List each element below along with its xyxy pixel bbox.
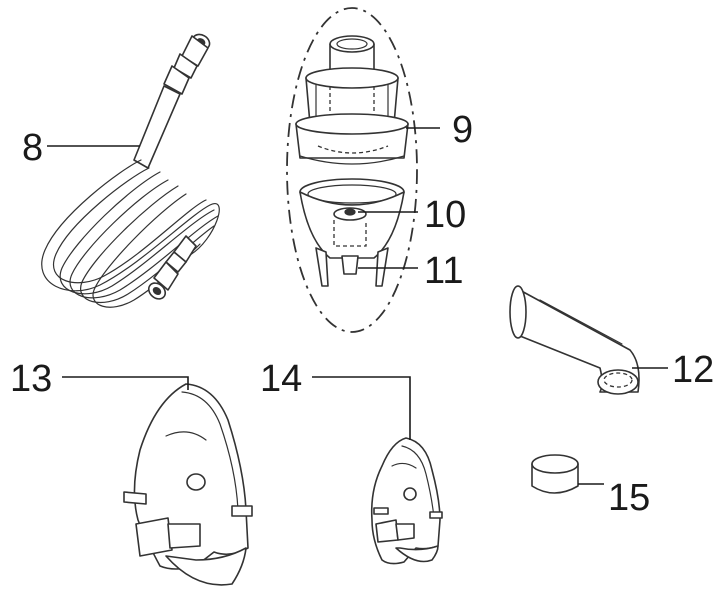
callout-13: 13 [10, 358, 52, 400]
child-mask [370, 437, 443, 565]
nebulizer-cup [299, 178, 405, 287]
adult-mask [123, 383, 253, 586]
assembly-outline [286, 7, 418, 333]
tubing-coils [41, 159, 220, 308]
callout-14: 14 [260, 358, 302, 400]
cap [531, 454, 579, 494]
leader-line-13 [62, 376, 189, 390]
callout-12: 12 [672, 349, 714, 391]
tubing-bottom-connector [147, 235, 197, 300]
leader-line-14 [312, 376, 411, 440]
callout-8: 8 [22, 127, 43, 169]
callout-11: 11 [424, 250, 463, 292]
nebulizer-top-cap [295, 35, 409, 165]
air-tubing [41, 33, 220, 308]
mouthpiece [509, 285, 640, 395]
callout-9: 9 [452, 109, 473, 151]
tubing-top-connector [163, 33, 211, 95]
callout-10: 10 [424, 194, 466, 236]
callout-15: 15 [608, 477, 650, 519]
